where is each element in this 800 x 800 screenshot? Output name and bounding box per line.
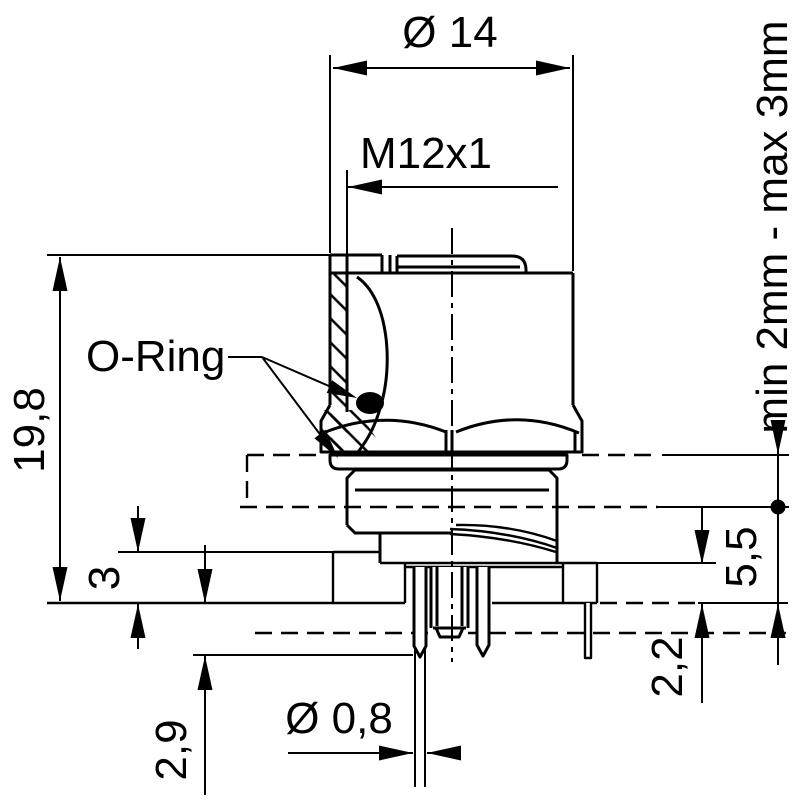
- collar: [328, 453, 569, 471]
- label-thread: M12x1: [360, 129, 492, 178]
- arrow-3-bottom: [130, 604, 146, 638]
- arrow-minmax: [770, 420, 786, 454]
- insulator-body: [47, 550, 599, 605]
- pin-left-shaft: [414, 648, 426, 787]
- arrow-29-top: [197, 569, 213, 603]
- arrow-m12: [348, 179, 382, 195]
- arrow-d14-left: [333, 60, 367, 76]
- dimension-lines: [47, 55, 789, 795]
- arrow-55: [770, 604, 786, 638]
- hatch-wall: [331, 274, 347, 452]
- pin-outer: [583, 603, 593, 660]
- label-top-diameter: Ø 14: [402, 8, 497, 57]
- arrow-198-bottom: [52, 567, 68, 601]
- pin-mask: [416, 604, 424, 788]
- label-pin-diameter: Ø 0,8: [285, 694, 393, 743]
- arrow-3-top: [130, 518, 146, 552]
- o-ring-section-dot: [356, 392, 384, 414]
- arrow-oring-2: [314, 429, 338, 458]
- arrow-08-left: [379, 745, 413, 761]
- label-panel-range: min 2mm - max 3mm: [748, 20, 797, 433]
- label-body-offset: 2,2: [643, 636, 692, 697]
- arrow-08-right: [427, 745, 461, 761]
- connector-body: [47, 253, 599, 605]
- contact-pins: [412, 567, 593, 788]
- insert-contour: [356, 275, 389, 453]
- arrow-29-bottom: [197, 656, 213, 690]
- pin-left: [412, 567, 428, 659]
- section-hatching: [322, 274, 385, 452]
- label-nut-depth: 5,5: [717, 526, 766, 587]
- hatch-flange: [322, 410, 385, 452]
- pin-right: [475, 567, 491, 658]
- center-socket: [429, 567, 470, 639]
- label-overall-height: 19,8: [5, 387, 54, 473]
- panel-phantom-lines: [240, 453, 786, 635]
- dimension-texts: Ø 14 M12x1 O-Ring 19,8 min 2mm - max 3mm…: [5, 8, 797, 781]
- arrow-d14-right: [536, 60, 570, 76]
- thread-runout-curves: [449, 523, 558, 554]
- arrow-22-top: [694, 530, 710, 564]
- arrow-oring-1: [326, 380, 357, 398]
- label-pin-protrusion: 2,9: [147, 719, 196, 780]
- reference-dot: [770, 499, 786, 515]
- label-flange-to-board: 3: [80, 566, 129, 590]
- arrow-198-top: [52, 257, 68, 291]
- label-o-ring: O-Ring: [86, 332, 225, 381]
- arrow-22-bottom: [694, 604, 710, 638]
- mounting-nut: [345, 468, 559, 563]
